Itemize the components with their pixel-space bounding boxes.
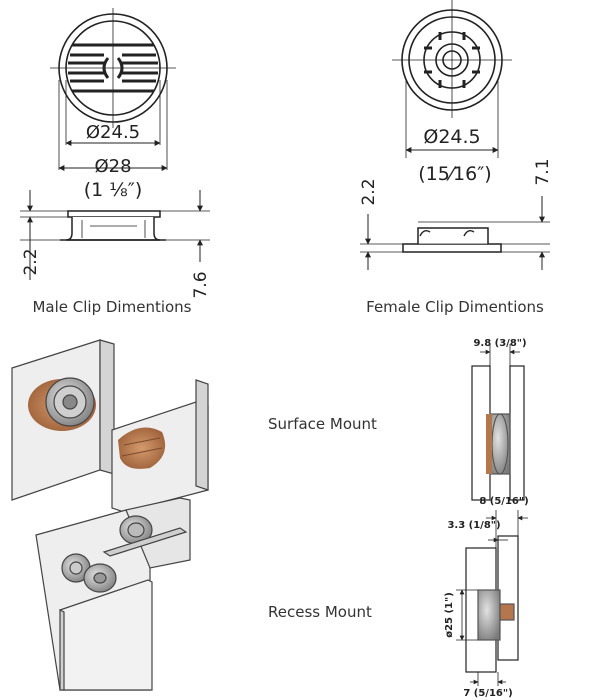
female-caption: Female Clip Dimentions: [366, 298, 544, 316]
surface-gap-dim: 9.8 (3/8"): [473, 338, 526, 349]
female-diameter: Ø24.5: [423, 126, 480, 148]
recess-mount-label: Recess Mount: [268, 603, 372, 621]
recess-width-dim: 8 (5/16"): [479, 496, 528, 507]
male-caption: Male Clip Dimentions: [32, 298, 191, 316]
recess-bottom-dim: 7 (5/16"): [463, 688, 512, 699]
surface-mount-section: [471, 344, 525, 501]
female-flange-dim: 2.2: [359, 178, 379, 205]
male-inner-diameter: Ø24.5: [86, 122, 140, 143]
male-height-dim: 7.6: [191, 271, 211, 298]
surface-mount-illustration: [11, 339, 209, 513]
female-clip-side-view: [360, 196, 550, 270]
male-clip-top-view: [50, 8, 176, 171]
male-outer-diameter-inch: (1 ⅛″): [84, 179, 142, 201]
surface-mount-label: Surface Mount: [268, 415, 377, 433]
male-flange-dim: 2.2: [21, 248, 41, 275]
recess-mount-illustration: [35, 497, 191, 691]
recess-depth-dim: 3.3 (1/8"): [447, 520, 500, 531]
female-diameter-inch: (15⁄16″): [418, 163, 491, 185]
male-outer-diameter: Ø28: [94, 156, 131, 177]
female-clip-top-view: [392, 0, 512, 158]
female-height-dim: 7.1: [533, 158, 553, 185]
recess-diameter-dim: ø25 (1"): [444, 592, 455, 638]
male-clip-side-view: [20, 190, 210, 280]
recess-mount-section: [456, 510, 528, 686]
